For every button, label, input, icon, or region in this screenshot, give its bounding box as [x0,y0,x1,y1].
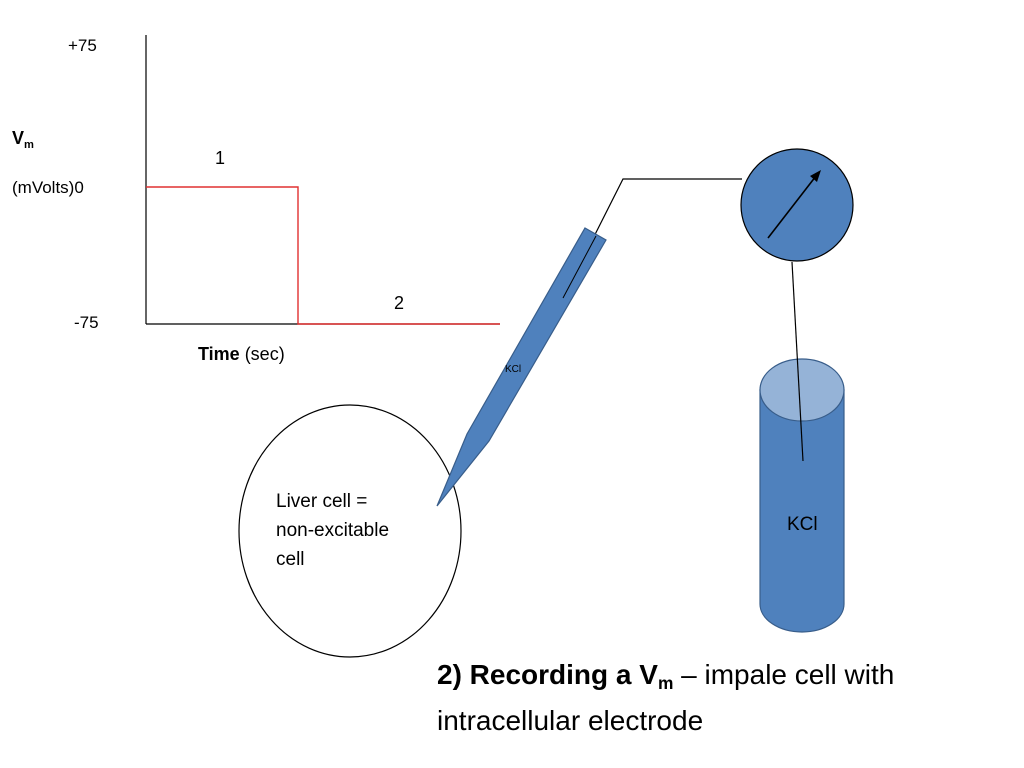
segment-label-1: 1 [215,148,226,168]
meter-needle [767,175,817,239]
kcl-reservoir-top [759,358,845,422]
intracellular-electrode [436,227,607,507]
reservoir-kcl-label: KCl [787,514,818,535]
x-axis-label: Time (sec) [198,344,285,364]
electrode-inner-wire [562,235,597,299]
membrane-potential-trace [146,186,500,325]
segment-label-2: 2 [394,293,405,313]
voltmeter [740,148,854,262]
y-tick-zero: 0 [74,178,84,197]
y-axis-unit: (mVolts)0 [12,178,84,197]
reference-wire [791,261,804,462]
electrode-kcl-label: KCl [505,364,522,375]
y-tick-minus75: -75 [74,313,99,332]
y-axis-label: Vm [12,128,34,151]
kcl-reservoir-body [759,389,845,633]
liver-cell-label: Liver cell = non-excitable cell [276,491,390,570]
y-tick-plus75: +75 [68,36,97,55]
liver-cell [238,404,462,658]
figure-caption: 2) Recording a Vm – impale cell with int… [437,659,895,737]
meter-needle-arrowhead [810,170,821,182]
